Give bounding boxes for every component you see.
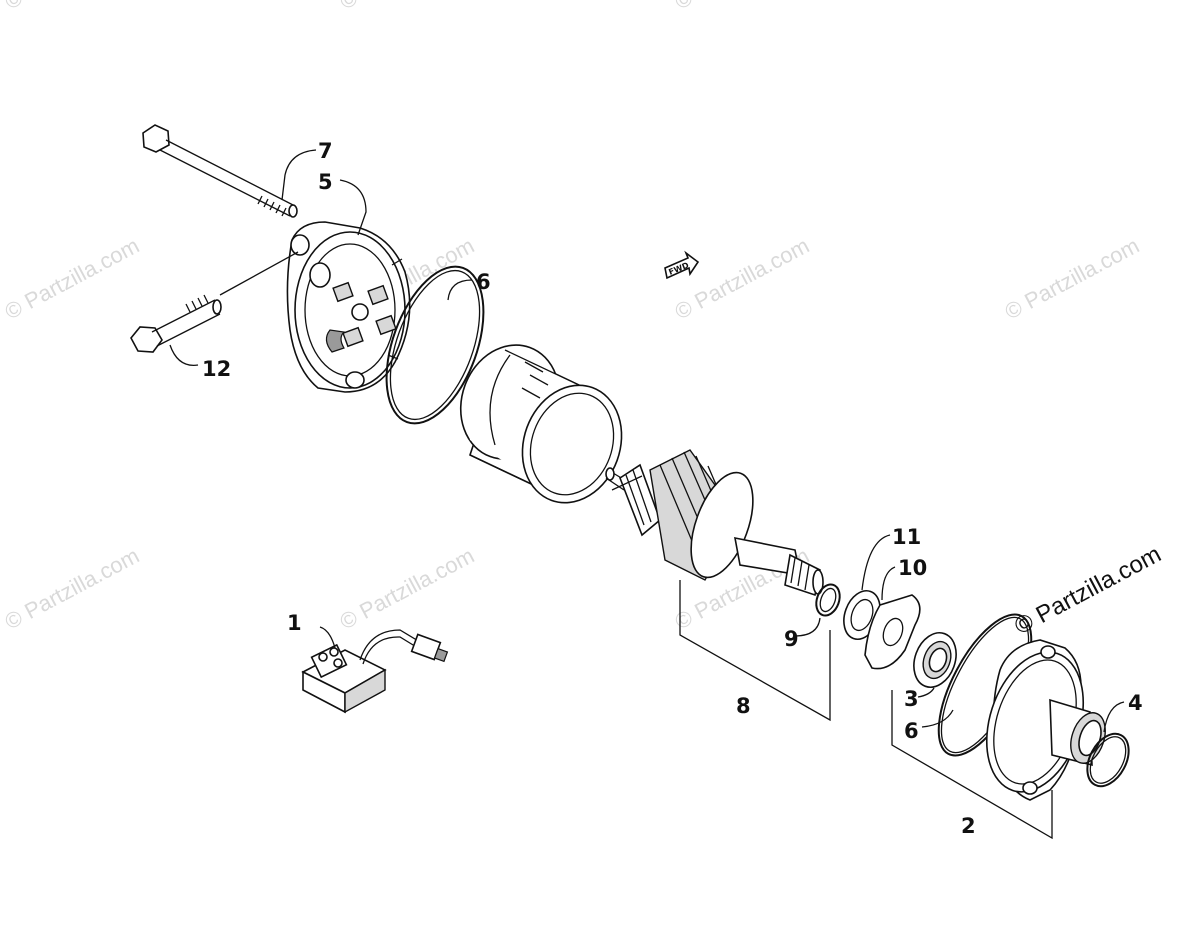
watermark-text: © Partzilla.com xyxy=(1001,233,1144,325)
watermark-text: © Partzilla.com xyxy=(1,0,144,14)
callout-4: 4 xyxy=(1128,691,1143,715)
callout-12: 12 xyxy=(202,357,231,381)
callout-1: 1 xyxy=(287,611,302,635)
part-6-o-ring-upper xyxy=(385,265,485,425)
watermark-text: © Partzilla.com xyxy=(671,233,814,325)
part-7-long-bolt xyxy=(142,124,298,218)
fwd-label: FWD xyxy=(667,261,690,277)
part-9-circlip xyxy=(815,583,841,617)
part-2-front-bracket xyxy=(985,639,1106,801)
watermark-text: © Partzilla.com xyxy=(336,543,479,635)
part-1-starter-relay xyxy=(301,629,449,714)
callout-10: 10 xyxy=(898,556,927,580)
part-5-end-cover xyxy=(286,221,411,393)
callout-2: 2 xyxy=(961,814,976,838)
part-3-oil-seal xyxy=(913,632,957,688)
callout-8: 8 xyxy=(736,694,751,718)
yoke-housing xyxy=(459,344,623,504)
callout-11: 11 xyxy=(892,525,921,549)
watermark-text: © Partzilla.com xyxy=(336,0,479,14)
watermark-text: © Partzilla.com xyxy=(671,0,814,14)
part-12-short-bolt xyxy=(130,294,222,353)
callout-6-lower: 6 xyxy=(904,719,919,743)
callout-3: 3 xyxy=(904,687,919,711)
part-10-lock-plate xyxy=(864,594,921,670)
leader-lines xyxy=(169,149,1125,840)
callout-labels: 7 5 6 12 1 11 10 9 8 3 6 4 2 xyxy=(202,139,1143,838)
watermark-text: © Partzilla.com xyxy=(1,233,144,325)
watermark-text: © Partzilla.com xyxy=(1,543,144,635)
part-4-o-ring-small xyxy=(1086,732,1130,788)
callout-6-upper: 6 xyxy=(476,270,491,294)
part-8-armature xyxy=(605,449,824,597)
watermark-main-text: © Partzilla.com xyxy=(1010,541,1165,641)
callout-5: 5 xyxy=(318,170,333,194)
callout-9: 9 xyxy=(784,627,799,651)
fwd-direction-arrow: FWD xyxy=(664,250,700,280)
callout-7: 7 xyxy=(318,139,333,163)
